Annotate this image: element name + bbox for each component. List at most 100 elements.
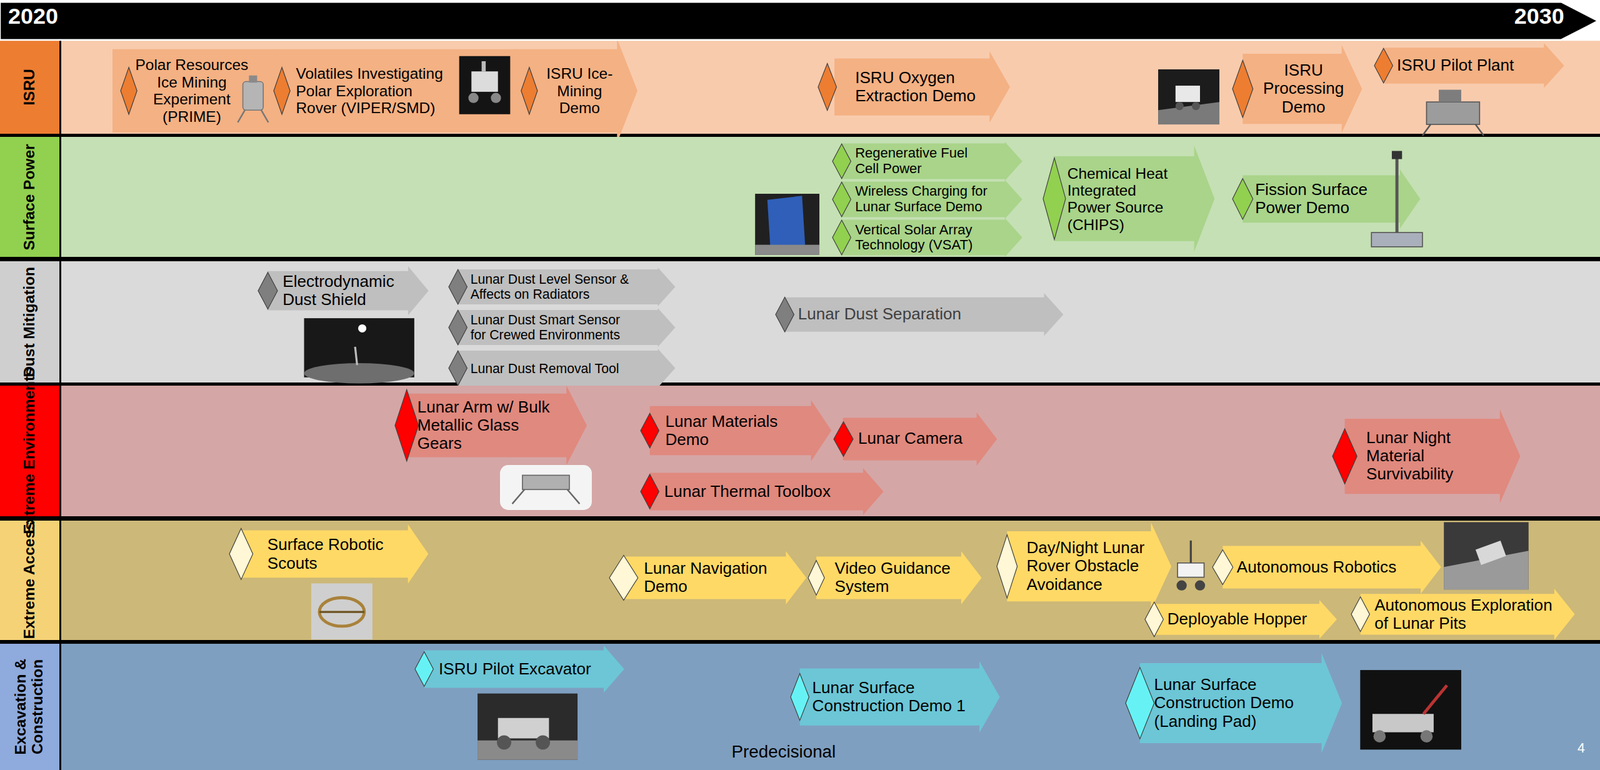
arrow-body xyxy=(816,551,982,605)
timeline-bar xyxy=(0,1,1599,40)
milestone-diamond xyxy=(120,67,137,115)
milestone-diamond xyxy=(996,534,1018,598)
milestone-label: Video Guidance System xyxy=(834,559,967,597)
milestone-arrow: Lunar Surface Construction Demo (Landing… xyxy=(1125,653,1342,754)
milestone-arrow: ISRU Processing Demo xyxy=(1232,45,1362,133)
arrow-body xyxy=(458,267,676,307)
arrow-body xyxy=(1154,600,1337,639)
milestone-label: ISRU Ice-Mining Demo xyxy=(538,65,621,117)
milestone-arrow: Lunar Thermal Toolbox xyxy=(640,468,884,515)
milestone-label: Lunar Materials Demo xyxy=(665,412,809,450)
milestone-diamond xyxy=(1232,60,1254,117)
arrow-body xyxy=(112,49,276,133)
milestone-diamond xyxy=(832,181,851,217)
milestone-label: Vertical Solar Array Technology (VSAT) xyxy=(855,222,999,254)
milestone-label: ISRU Pilot Plant xyxy=(1396,56,1550,75)
arrow-body xyxy=(843,412,998,466)
milestone-label: Surface Robotic Scouts xyxy=(267,535,411,573)
milestone-label: Wireless Charging for Lunar Surface Demo xyxy=(855,183,999,215)
milestone-label: ISRU Oxygen Extraction Demo xyxy=(855,68,999,106)
milestone-label: Electrodynamic Dust Shield xyxy=(282,272,415,310)
milestone-arrow: Deployable Hopper xyxy=(1145,600,1337,639)
milestone-diamond xyxy=(1351,596,1370,632)
milestone-diamond xyxy=(1232,178,1254,220)
milestone-label: Fission Surface Power Demo xyxy=(1255,180,1399,218)
arrow-body xyxy=(650,468,884,515)
arrow-shape xyxy=(1332,409,1520,504)
milestone-label: Day/Night Lunar Rover Obstacle Avoidance xyxy=(1026,538,1164,594)
milestone-label: ISRU Processing Demo xyxy=(1255,61,1352,117)
milestone-diamond xyxy=(832,143,851,179)
milestone-diamond xyxy=(229,528,254,580)
arrow-body xyxy=(1384,43,1564,89)
swimlane-band: Surface PowerRegenerative Fuel Cell Powe… xyxy=(0,136,1600,258)
milestone-label: Deployable Hopper xyxy=(1167,610,1331,629)
milestone-label: Lunar Surface Construction Demo (Landing… xyxy=(1154,675,1323,731)
arrow-body xyxy=(834,51,1010,123)
milestone-diamond xyxy=(1332,428,1357,484)
milestone-diamond xyxy=(640,413,659,449)
milestone-arrow: ISRU Pilot Excavator xyxy=(415,645,625,693)
arrow-body xyxy=(1140,653,1342,754)
arrow-body xyxy=(783,293,1064,337)
milestone-arrow: Lunar Night Material Survivability xyxy=(1332,409,1520,504)
arrow-body xyxy=(458,308,676,347)
swimlane-band: Extreme EnvironmentsLunar Arm w/ Bulk Me… xyxy=(0,385,1600,517)
arrow-body xyxy=(1345,409,1521,504)
milestone-diamond xyxy=(395,390,419,462)
year-label: 2020 xyxy=(8,3,59,29)
milestone-diamond xyxy=(1043,158,1066,240)
milestone-arrow: Wireless Charging for Lunar Surface Demo xyxy=(832,180,1023,219)
milestone-label: Autonomous Robotics xyxy=(1236,558,1431,577)
arrow-body xyxy=(1006,522,1172,610)
swimlane-band: Dust MitigationElectrodynamic Dust Shiel… xyxy=(0,261,1600,383)
milestone-diamond xyxy=(833,421,854,457)
milestone-diamond xyxy=(273,67,290,115)
lane-title: Extreme Access xyxy=(21,493,39,667)
milestone-diamond xyxy=(818,63,837,110)
arrow-body xyxy=(841,218,1023,257)
lane-title: Surface Power xyxy=(21,120,39,274)
milestone-label: Lunar Dust Smart Sensor for Crewed Envir… xyxy=(470,312,629,343)
milestone-label: Lunar Navigation Demo xyxy=(643,559,792,597)
arrow-body xyxy=(267,266,429,315)
milestone-arrow: Lunar Dust Level Sensor & Affects on Rad… xyxy=(448,267,675,307)
milestone-label: ISRU Pilot Excavator xyxy=(438,660,613,679)
footer-note: Predecisional xyxy=(731,741,837,762)
arrow-body xyxy=(240,524,429,584)
arrow-body xyxy=(841,180,1023,219)
milestone-arrow: Vertical Solar Array Technology (VSAT) xyxy=(832,218,1023,257)
arrow-body xyxy=(1243,169,1421,229)
milestone-arrow: Chemical Heat Integrated Power Source (C… xyxy=(1043,145,1215,252)
arrow-body xyxy=(406,385,587,465)
swimlane-band: Extreme AccessSurface Robotic ScoutsLuna… xyxy=(0,520,1600,640)
milestone-diamond xyxy=(808,560,825,595)
year-label: 2030 xyxy=(1514,3,1565,29)
milestone-arrow: ISRU Ice-Mining Demo xyxy=(515,38,638,144)
milestone-arrow: Lunar Dust Removal Tool xyxy=(448,348,675,388)
milestone-label: Lunar Dust Separation xyxy=(798,305,1044,324)
milestone-label: Autonomous Exploration of Lunar Pits xyxy=(1374,596,1559,634)
milestone-diamond xyxy=(775,296,794,332)
arrow-body xyxy=(650,400,832,462)
arrow-body xyxy=(1243,45,1363,133)
milestone-diamond xyxy=(415,651,434,687)
milestone-diamond xyxy=(521,67,538,115)
milestone-arrow: Volatiles Investigating Polar Exploratio… xyxy=(273,38,517,144)
arrow-body xyxy=(800,661,1000,733)
lane-title: ISRU xyxy=(21,15,39,159)
milestone-diamond xyxy=(448,269,467,305)
swimlane-band: ISRUPolar Resources Ice Mining Experimen… xyxy=(0,40,1600,134)
milestone-label: Lunar Surface Construction Demo 1 xyxy=(812,678,981,716)
arrow-body xyxy=(515,38,638,144)
arrow-body xyxy=(1360,588,1575,640)
milestone-arrow: Fission Surface Power Demo xyxy=(1232,169,1420,229)
milestone-arrow: ISRU Oxygen Extraction Demo xyxy=(818,51,1010,123)
arrow-body xyxy=(623,551,807,605)
milestone-label: Lunar Arm w/ Bulk Metallic Glass Gears xyxy=(417,398,561,454)
milestone-arrow: Surface Robotic Scouts xyxy=(229,524,429,584)
lane-title: Extreme Environments xyxy=(21,353,39,548)
milestone-label: Lunar Dust Level Sensor & Affects on Rad… xyxy=(470,271,660,302)
milestone-label: Lunar Camera xyxy=(858,429,986,448)
